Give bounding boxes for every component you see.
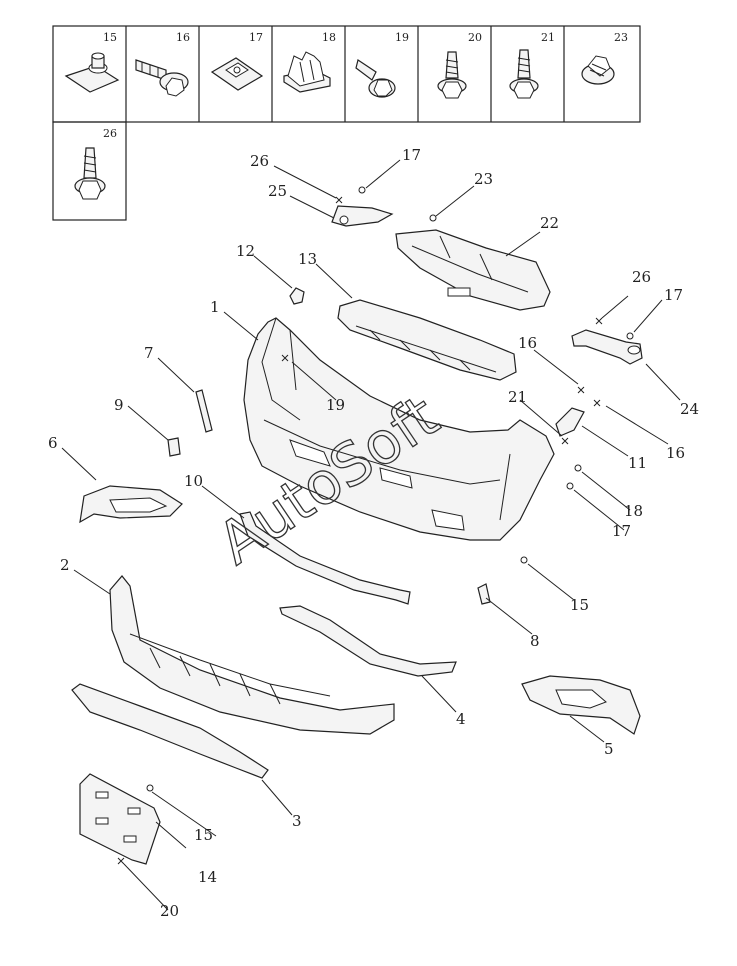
callout-16-side: 16 — [666, 444, 685, 462]
callout-labels: 1 2 3 4 5 6 7 8 9 10 11 12 13 14 15 15 1… — [48, 146, 699, 920]
callout-15-plate: 15 — [194, 826, 213, 844]
legend-cell-19-number: 19 — [395, 31, 409, 44]
left-fog-lamp-bezel — [79, 485, 183, 524]
upper-air-deflector — [395, 229, 551, 311]
callout-6: 6 — [48, 434, 58, 452]
trim-strip — [195, 389, 213, 433]
fastener-markers — [117, 186, 634, 865]
wire-harness — [239, 511, 411, 605]
license-plate-bracket — [79, 773, 161, 865]
callout-15-bumper: 15 — [570, 596, 589, 614]
screw-washer-icon — [135, 59, 189, 97]
callout-20: 20 — [160, 902, 179, 920]
callout-2: 2 — [60, 556, 70, 574]
leader-lines — [61, 159, 681, 911]
callout-12: 12 — [236, 242, 255, 260]
callout-17-right: 17 — [664, 286, 683, 304]
callout-1: 1 — [210, 298, 220, 316]
legend-cell-15-number: 15 — [103, 31, 117, 44]
side-mounting-bracket — [571, 329, 643, 365]
small-bracket — [167, 437, 181, 457]
spring-clip-icon — [210, 57, 264, 91]
callout-14: 14 — [198, 868, 217, 886]
legend-cell-20-number: 20 — [468, 31, 482, 44]
retainer-block-icon — [283, 51, 331, 93]
callout-21: 21 — [508, 388, 527, 406]
callout-8: 8 — [530, 632, 540, 650]
callout-11: 11 — [628, 454, 647, 472]
right-small-clip — [477, 583, 491, 605]
legend-cell-16-number: 16 — [176, 31, 190, 44]
callout-10: 10 — [184, 472, 203, 490]
callout-4: 4 — [456, 710, 466, 728]
clip-nut-icon — [64, 52, 120, 93]
callout-24: 24 — [680, 400, 699, 418]
callout-19: 19 — [326, 396, 345, 414]
push-clip-icon — [581, 55, 615, 85]
self-tapping-screw-icon — [355, 59, 396, 98]
legend-cell-21-number: 21 — [541, 31, 555, 44]
callout-13: 13 — [298, 250, 317, 268]
lower-skid-plate — [71, 683, 269, 779]
hex-bolt-icon — [74, 147, 106, 200]
front-bumper-fascia — [243, 317, 555, 541]
right-fog-lamp-bezel — [521, 675, 641, 735]
callout-17-side: 17 — [612, 522, 631, 540]
hex-bolt-icon — [437, 51, 467, 99]
callout-7: 7 — [144, 344, 154, 362]
energy-absorber — [337, 299, 517, 381]
callout-26-right: 26 — [632, 268, 651, 286]
callout-23: 23 — [474, 170, 493, 188]
legend-cell-23-number: 23 — [614, 31, 628, 44]
lower-grille-assembly — [109, 575, 395, 735]
small-clip-part — [289, 287, 305, 305]
hex-bolt-icon — [509, 49, 539, 99]
callout-26-top: 26 — [250, 152, 269, 170]
bracket-part — [555, 407, 585, 437]
callout-18: 18 — [624, 502, 643, 520]
fastener-legend: 15 16 17 18 19 20 21 23 26 — [52, 25, 641, 221]
callout-3: 3 — [292, 812, 302, 830]
callout-16-top: 16 — [518, 334, 537, 352]
chrome-trim-strip — [279, 605, 457, 677]
upper-mounting-bracket — [331, 205, 394, 227]
callout-25: 25 — [268, 182, 287, 200]
callout-5: 5 — [604, 740, 614, 758]
legend-cell-18-number: 18 — [322, 31, 336, 44]
legend-cell-17-number: 17 — [249, 31, 263, 44]
legend-cell-26-number: 26 — [103, 127, 117, 140]
callout-22: 22 — [540, 214, 559, 232]
callout-17-top: 17 — [402, 146, 421, 164]
callout-9: 9 — [114, 396, 124, 414]
